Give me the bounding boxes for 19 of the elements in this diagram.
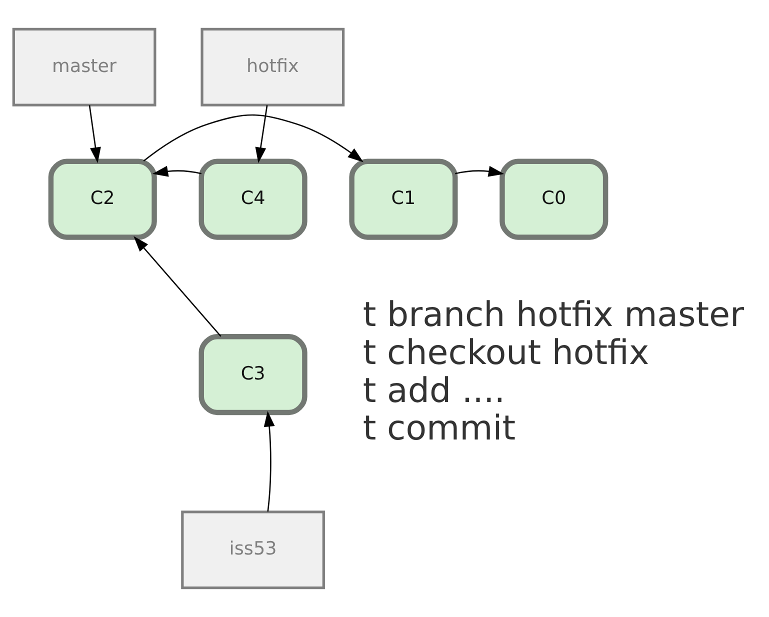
node-box: hotfix	[200, 28, 345, 106]
arrow	[152, 166, 202, 177]
node-box: C3	[198, 334, 308, 416]
node-box: C0	[500, 158, 608, 240]
arrow	[264, 410, 275, 512]
node-box: iss53	[181, 510, 325, 590]
arrow	[88, 105, 101, 164]
label: t commit	[362, 408, 516, 449]
arrow	[143, 114, 364, 162]
label: t branch hotfix master	[362, 294, 744, 335]
arrow	[455, 166, 504, 177]
label: t add ....	[362, 370, 506, 411]
node-box: C2	[48, 158, 157, 240]
arrow	[134, 236, 222, 337]
node-box: master	[12, 28, 156, 106]
arrow	[255, 105, 268, 164]
label: t checkout hotfix	[362, 332, 650, 373]
node-box: C1	[349, 158, 458, 240]
node-box: C4	[198, 158, 308, 240]
